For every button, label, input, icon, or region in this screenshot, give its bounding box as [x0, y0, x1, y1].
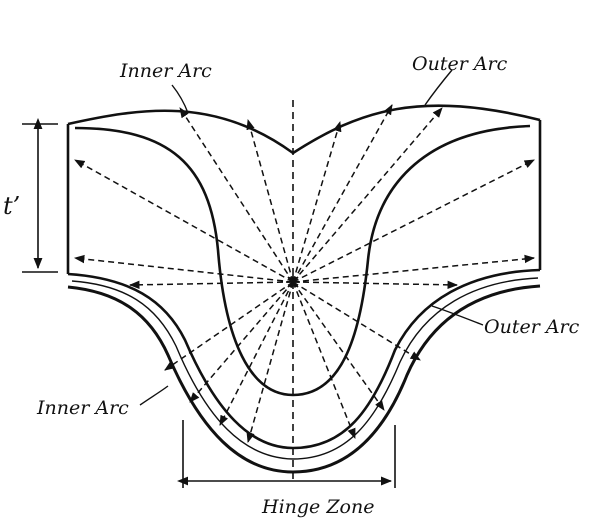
- label-inner-arc-left: Inner Arc: [36, 397, 129, 419]
- label-inner-arc-top: Inner Arc: [119, 60, 212, 82]
- radial-arrow: [189, 281, 294, 403]
- lower-layer-top-line: [67, 268, 541, 450]
- radial-arrow: [292, 281, 421, 361]
- radial-arrow: [292, 159, 535, 283]
- thickness-dimension: [22, 117, 58, 273]
- radial-arrow: [292, 281, 356, 439]
- label-outer-arc-right: Outer Arc: [484, 316, 580, 338]
- leader-inner-arc-top: [171, 84, 189, 114]
- radiating-arrows: [73, 104, 536, 444]
- radial-arrow: [292, 120, 342, 283]
- radial-arrow: [219, 281, 294, 426]
- radial-arrow: [74, 159, 294, 283]
- radial-arrow: [292, 254, 536, 283]
- outer-arc-bottom-line: [67, 284, 541, 474]
- label-outer-arc-top: Outer Arc: [412, 53, 508, 75]
- leader-inner-arc-left: [139, 385, 169, 406]
- radial-arrow: [179, 107, 294, 283]
- leader-outer-arc-right: [431, 305, 484, 326]
- center-point: [286, 275, 300, 289]
- inner-arc-curve: [74, 124, 531, 397]
- radial-arrow: [292, 104, 393, 283]
- top-surface-line: [67, 104, 541, 155]
- radial-arrow: [292, 280, 459, 290]
- leader-outer-arc-top: [424, 69, 453, 106]
- radial-arrow: [164, 281, 294, 371]
- radial-arrow: [128, 280, 294, 290]
- label-hinge-zone: Hinge Zone: [261, 496, 374, 518]
- radial-arrow: [292, 107, 443, 283]
- radial-arrow: [246, 281, 294, 444]
- hinge-zone-dimension: [176, 420, 396, 488]
- leader-lines: [139, 69, 484, 406]
- thin-bed-line: [71, 277, 539, 460]
- radial-arrow: [292, 281, 385, 411]
- radial-arrow: [73, 254, 294, 283]
- label-thickness: t’: [3, 192, 20, 220]
- radial-arrow: [246, 118, 294, 283]
